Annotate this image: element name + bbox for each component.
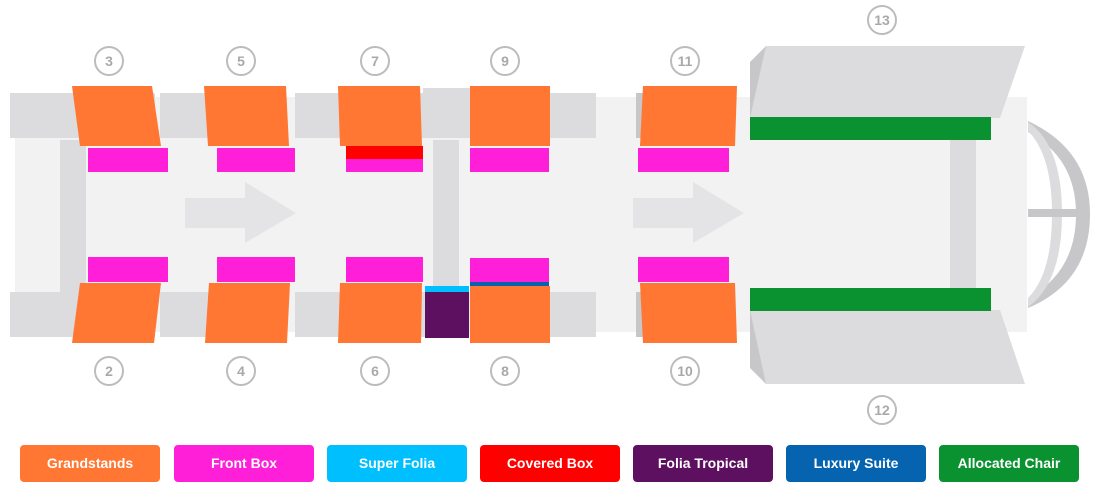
super-folia-8[interactable] bbox=[425, 286, 469, 292]
allocated-chair-13[interactable] bbox=[750, 117, 991, 140]
sector-7-label: 7 bbox=[360, 46, 390, 76]
grandstand-8[interactable] bbox=[470, 286, 550, 343]
sector-11-label: 11 bbox=[670, 46, 700, 76]
sector-4-label: 4 bbox=[226, 356, 256, 386]
arrow-right-icon bbox=[185, 182, 296, 243]
front-box-bottom-6[interactable] bbox=[346, 257, 423, 282]
legend-super-folia[interactable]: Super Folia bbox=[327, 445, 467, 482]
front-box-top-9[interactable] bbox=[470, 148, 549, 172]
front-box-top-11[interactable] bbox=[638, 148, 729, 172]
connector-right bbox=[950, 140, 976, 292]
front-box-top-7[interactable] bbox=[346, 159, 423, 172]
top-structure-f bbox=[636, 93, 646, 138]
connector-left bbox=[60, 140, 86, 292]
sector-13-label: 13 bbox=[867, 5, 897, 35]
bottom-structure-d bbox=[548, 292, 596, 337]
grandstand-2[interactable] bbox=[72, 283, 161, 343]
covered-box-top-7[interactable] bbox=[346, 146, 423, 159]
sector-2-label: 2 bbox=[94, 356, 124, 386]
legend-grandstands[interactable]: Grandstands bbox=[20, 445, 160, 482]
legend-covered-box[interactable]: Covered Box bbox=[480, 445, 620, 482]
grandstand-9[interactable] bbox=[470, 86, 550, 146]
legend-luxury-suite[interactable]: Luxury Suite bbox=[786, 445, 926, 482]
sector-5-label: 5 bbox=[226, 46, 256, 76]
sector-9-label: 9 bbox=[490, 46, 520, 76]
legend: Grandstands Front Box Super Folia Covere… bbox=[0, 445, 1100, 483]
grandstand-10[interactable] bbox=[640, 283, 737, 343]
sector-6-label: 6 bbox=[360, 356, 390, 386]
grandstand-12 bbox=[750, 310, 1025, 384]
apotheosis-arch bbox=[1028, 122, 1062, 307]
grandstand-6[interactable] bbox=[338, 283, 422, 343]
folia-tropical-8[interactable] bbox=[425, 292, 469, 338]
connector-middle bbox=[433, 140, 459, 292]
top-structure-d bbox=[423, 88, 473, 138]
sector-8-label: 8 bbox=[490, 356, 520, 386]
allocated-chair-12[interactable] bbox=[750, 288, 991, 311]
sector-12-label: 12 bbox=[867, 395, 897, 425]
grandstand-13 bbox=[750, 46, 1025, 118]
legend-folia-tropical[interactable]: Folia Tropical bbox=[633, 445, 773, 482]
apotheosis-arc bbox=[1028, 121, 1090, 308]
sector-10-label: 10 bbox=[670, 356, 700, 386]
front-box-bottom-2[interactable] bbox=[88, 257, 168, 282]
bottom-structure-e bbox=[636, 292, 646, 337]
legend-front-box[interactable]: Front Box bbox=[174, 445, 314, 482]
apotheosis-bar bbox=[1028, 209, 1082, 217]
legend-allocated-chair[interactable]: Allocated Chair bbox=[939, 445, 1079, 482]
front-box-top-3[interactable] bbox=[88, 148, 168, 172]
front-box-top-5[interactable] bbox=[217, 148, 295, 172]
top-structure-e bbox=[548, 93, 596, 138]
front-box-bottom-10[interactable] bbox=[638, 257, 729, 282]
arrow-right-icon bbox=[633, 182, 744, 243]
grandstand-3[interactable] bbox=[72, 86, 161, 146]
grandstand-11[interactable] bbox=[640, 86, 737, 146]
sector-3-label: 3 bbox=[94, 46, 124, 76]
front-box-bottom-8[interactable] bbox=[470, 258, 549, 282]
grandstand-7[interactable] bbox=[338, 86, 422, 146]
front-box-bottom-4[interactable] bbox=[217, 257, 295, 282]
grandstand-4[interactable] bbox=[205, 283, 290, 343]
grandstand-5[interactable] bbox=[204, 86, 289, 146]
luxury-suite-8[interactable] bbox=[470, 282, 549, 286]
